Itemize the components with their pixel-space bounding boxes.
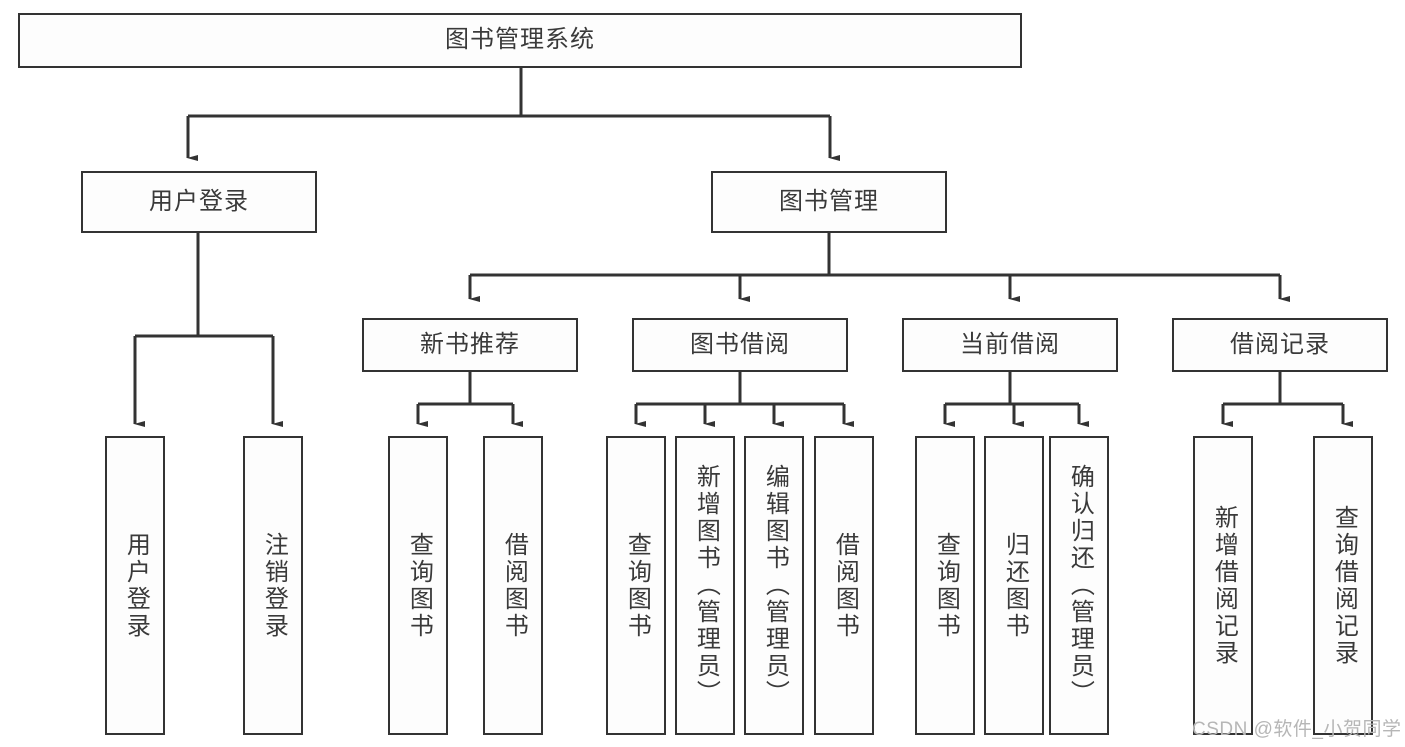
leaf-current-borrow-return-book[interactable]: 归还图书	[984, 436, 1044, 735]
node-label: 编辑图书（管理员）	[761, 464, 789, 707]
node-label: 用户登录	[122, 531, 150, 640]
node-label: 图书管理系统	[445, 26, 595, 54]
leaf-new-book-borrow-book[interactable]: 借阅图书	[483, 436, 543, 735]
node-new-book-recommend[interactable]: 新书推荐	[362, 318, 578, 372]
node-label: 新增借阅记录	[1210, 504, 1238, 667]
node-label: 借阅图书	[500, 531, 528, 640]
node-label: 查询图书	[623, 531, 651, 640]
node-label: 查询借阅记录	[1330, 504, 1358, 667]
leaf-user-login-login[interactable]: 用户登录	[105, 436, 165, 735]
csdn-watermark: CSDN @软件_小贺同学	[1192, 719, 1402, 740]
node-label: 归还图书	[1001, 531, 1029, 640]
node-label: 当前借阅	[960, 330, 1060, 358]
node-label: 用户登录	[149, 187, 249, 215]
node-label: 图书借阅	[690, 330, 790, 358]
node-label: 查询图书	[932, 531, 960, 640]
node-label: 确认归还（管理员）	[1066, 464, 1094, 707]
node-root-book-management-system[interactable]: 图书管理系统	[18, 13, 1022, 68]
leaf-book-borrow-edit-book-admin[interactable]: 编辑图书（管理员）	[744, 436, 804, 735]
node-user-login[interactable]: 用户登录	[81, 171, 317, 233]
node-label: 借阅记录	[1230, 330, 1330, 358]
node-current-borrow[interactable]: 当前借阅	[902, 318, 1118, 372]
node-label: 新增图书（管理员）	[692, 464, 720, 707]
node-label: 注销登录	[260, 531, 288, 640]
leaf-current-borrow-query-book[interactable]: 查询图书	[915, 436, 975, 735]
node-book-management[interactable]: 图书管理	[711, 171, 947, 233]
leaf-book-borrow-add-book-admin[interactable]: 新增图书（管理员）	[675, 436, 735, 735]
leaf-book-borrow-query-book[interactable]: 查询图书	[606, 436, 666, 735]
node-label: 借阅图书	[831, 531, 859, 640]
leaf-book-borrow-borrow-book[interactable]: 借阅图书	[814, 436, 874, 735]
node-book-borrow[interactable]: 图书借阅	[632, 318, 848, 372]
node-borrow-record[interactable]: 借阅记录	[1172, 318, 1388, 372]
leaf-new-book-query-book[interactable]: 查询图书	[388, 436, 448, 735]
leaf-borrow-record-query-record[interactable]: 查询借阅记录	[1313, 436, 1373, 735]
node-label: 查询图书	[405, 531, 433, 640]
leaf-borrow-record-add-record[interactable]: 新增借阅记录	[1193, 436, 1253, 735]
node-label: 新书推荐	[420, 330, 520, 358]
leaf-current-borrow-confirm-return-admin[interactable]: 确认归还（管理员）	[1049, 436, 1109, 735]
node-label: 图书管理	[779, 187, 879, 215]
leaf-user-login-logout[interactable]: 注销登录	[243, 436, 303, 735]
